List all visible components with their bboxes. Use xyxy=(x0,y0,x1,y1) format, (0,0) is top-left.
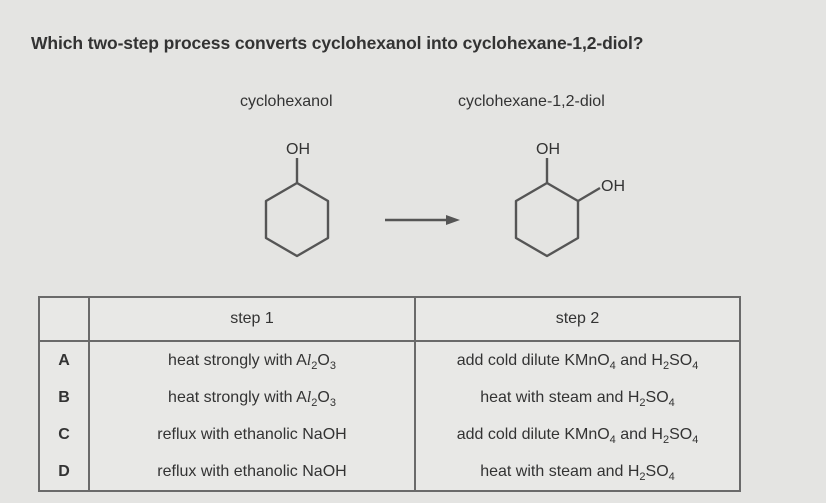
subscript: 3 xyxy=(329,396,336,409)
option-step2: add cold dilute KMnO4 and H2SO4 xyxy=(414,341,741,379)
subscript: 4 xyxy=(692,359,699,372)
subscript: 4 xyxy=(668,470,675,483)
text-segment: add cold dilute KMnO xyxy=(456,425,610,443)
subscript: 3 xyxy=(329,359,336,372)
option-step1: reflux with ethanolic NaOH xyxy=(88,416,416,453)
text-segment: heat strongly with A xyxy=(168,351,307,369)
text-segment: SO xyxy=(669,351,693,369)
subscript: 2 xyxy=(311,359,318,372)
header-step1: step 1 xyxy=(88,296,416,342)
text-segment: SO xyxy=(669,425,693,443)
arrow-head-icon xyxy=(446,215,460,225)
subscript: 4 xyxy=(668,396,675,409)
text-segment: and H xyxy=(615,425,663,443)
option-key: C xyxy=(38,416,90,453)
subscript: 4 xyxy=(609,359,616,372)
question-text: Which two-step process converts cyclohex… xyxy=(31,33,644,53)
subscript: 2 xyxy=(639,470,646,483)
option-step2: heat with steam and H2SO4 xyxy=(414,453,741,492)
option-key: A xyxy=(38,341,90,379)
subscript: 4 xyxy=(609,433,616,446)
table-header-row: step 1 step 2 xyxy=(38,296,741,342)
oh-label-1: OH xyxy=(536,141,560,158)
text-segment: reflux with ethanolic NaOH xyxy=(157,462,347,480)
oh-bond-2 xyxy=(577,186,601,203)
subscript: 2 xyxy=(662,359,670,372)
subscript: 2 xyxy=(662,433,670,446)
option-key: B xyxy=(38,379,90,416)
cyclohexanol-ring xyxy=(264,181,330,258)
oh-label-2: OH xyxy=(601,178,625,195)
product-label: cyclohexane-1,2-diol xyxy=(458,93,605,110)
text-segment: l xyxy=(306,351,312,369)
option-key: D xyxy=(38,453,90,492)
text-segment: l xyxy=(306,388,312,406)
option-step1: reflux with ethanolic NaOH xyxy=(88,453,416,492)
text-segment: SO xyxy=(645,388,669,406)
text-segment: and H xyxy=(615,351,663,369)
header-key xyxy=(38,296,90,342)
text-segment: heat strongly with A xyxy=(168,388,307,406)
oh-label: OH xyxy=(286,141,310,158)
header-step2: step 2 xyxy=(414,296,741,342)
option-step1: heat strongly with Al2O3 xyxy=(88,341,416,379)
text-segment: SO xyxy=(645,462,669,480)
subscript: 4 xyxy=(692,433,699,446)
diol-ring xyxy=(514,181,580,258)
text-segment: add cold dilute KMnO xyxy=(456,351,610,369)
reactant-label: cyclohexanol xyxy=(240,93,333,110)
reaction-scheme: OH OH OH xyxy=(264,141,625,258)
subscript: 2 xyxy=(311,396,318,409)
text-segment: heat with steam and H xyxy=(480,388,640,406)
option-step2: add cold dilute KMnO4 and H2SO4 xyxy=(414,416,741,453)
option-step1: heat strongly with Al2O3 xyxy=(88,379,416,416)
subscript: 2 xyxy=(639,396,646,409)
text-segment: reflux with ethanolic NaOH xyxy=(157,425,347,443)
text-segment: O xyxy=(317,388,330,406)
option-step2: heat with steam and H2SO4 xyxy=(414,379,741,416)
text-segment: heat with steam and H xyxy=(480,462,640,480)
text-segment: O xyxy=(317,351,330,369)
